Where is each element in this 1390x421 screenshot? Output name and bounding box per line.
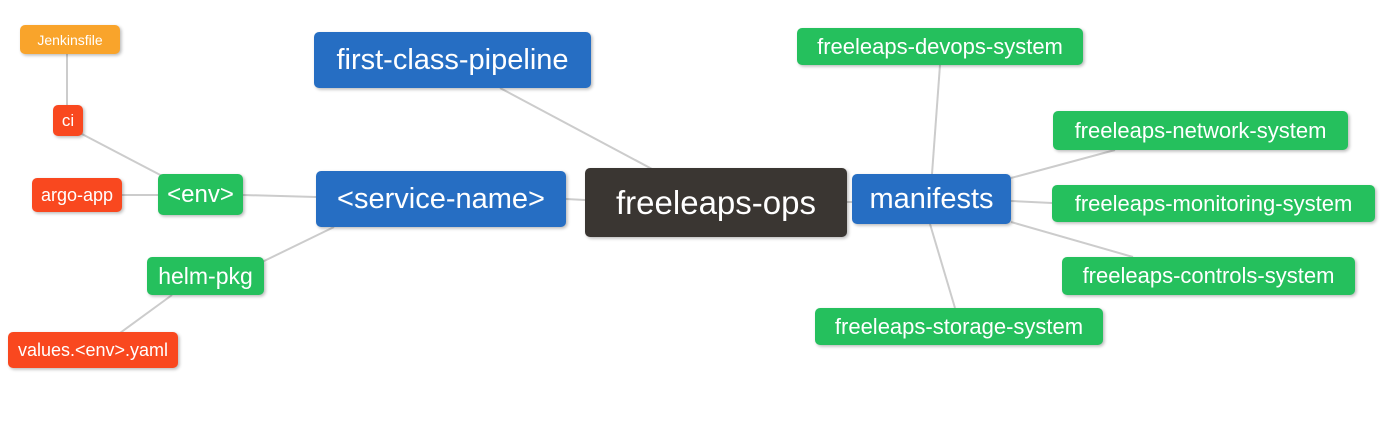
node-manifests[interactable]: manifests xyxy=(852,174,1011,224)
edge-service-name-helm-pkg xyxy=(261,226,335,263)
edge-manifests-monitoring xyxy=(1010,200,1053,204)
node-freeleaps-storage-system[interactable]: freeleaps-storage-system xyxy=(815,308,1103,345)
node-env[interactable]: <env> xyxy=(158,174,243,215)
edge-manifests-controls xyxy=(1010,221,1134,258)
node-freeleaps-controls-system[interactable]: freeleaps-controls-system xyxy=(1062,257,1355,295)
node-freeleaps-monitoring-system[interactable]: freeleaps-monitoring-system xyxy=(1052,185,1375,222)
node-helm-pkg[interactable]: helm-pkg xyxy=(147,257,264,295)
edge-helm-pkg-values xyxy=(119,294,173,334)
node-values-env-yaml[interactable]: values.<env>.yaml xyxy=(8,332,178,368)
node-argo-app[interactable]: argo-app xyxy=(32,178,122,212)
node-service-name[interactable]: <service-name> xyxy=(316,171,566,227)
edge-manifests-network xyxy=(1010,149,1116,179)
node-freeleaps-network-system[interactable]: freeleaps-network-system xyxy=(1053,111,1348,150)
edge-manifests-devops xyxy=(931,64,941,175)
node-ci[interactable]: ci xyxy=(53,105,83,136)
node-first-class-pipeline[interactable]: first-class-pipeline xyxy=(314,32,591,88)
edge-service-name-ops xyxy=(565,198,586,201)
edge-env-service-name xyxy=(242,194,317,198)
node-freeleaps-ops[interactable]: freeleaps-ops xyxy=(585,168,847,237)
edge-ci-env xyxy=(79,132,169,180)
edge-manifests-storage xyxy=(929,223,956,309)
node-freeleaps-devops-system[interactable]: freeleaps-devops-system xyxy=(797,28,1083,65)
edge-pipeline-ops xyxy=(499,87,653,170)
node-jenkinsfile[interactable]: Jenkinsfile xyxy=(20,25,120,54)
